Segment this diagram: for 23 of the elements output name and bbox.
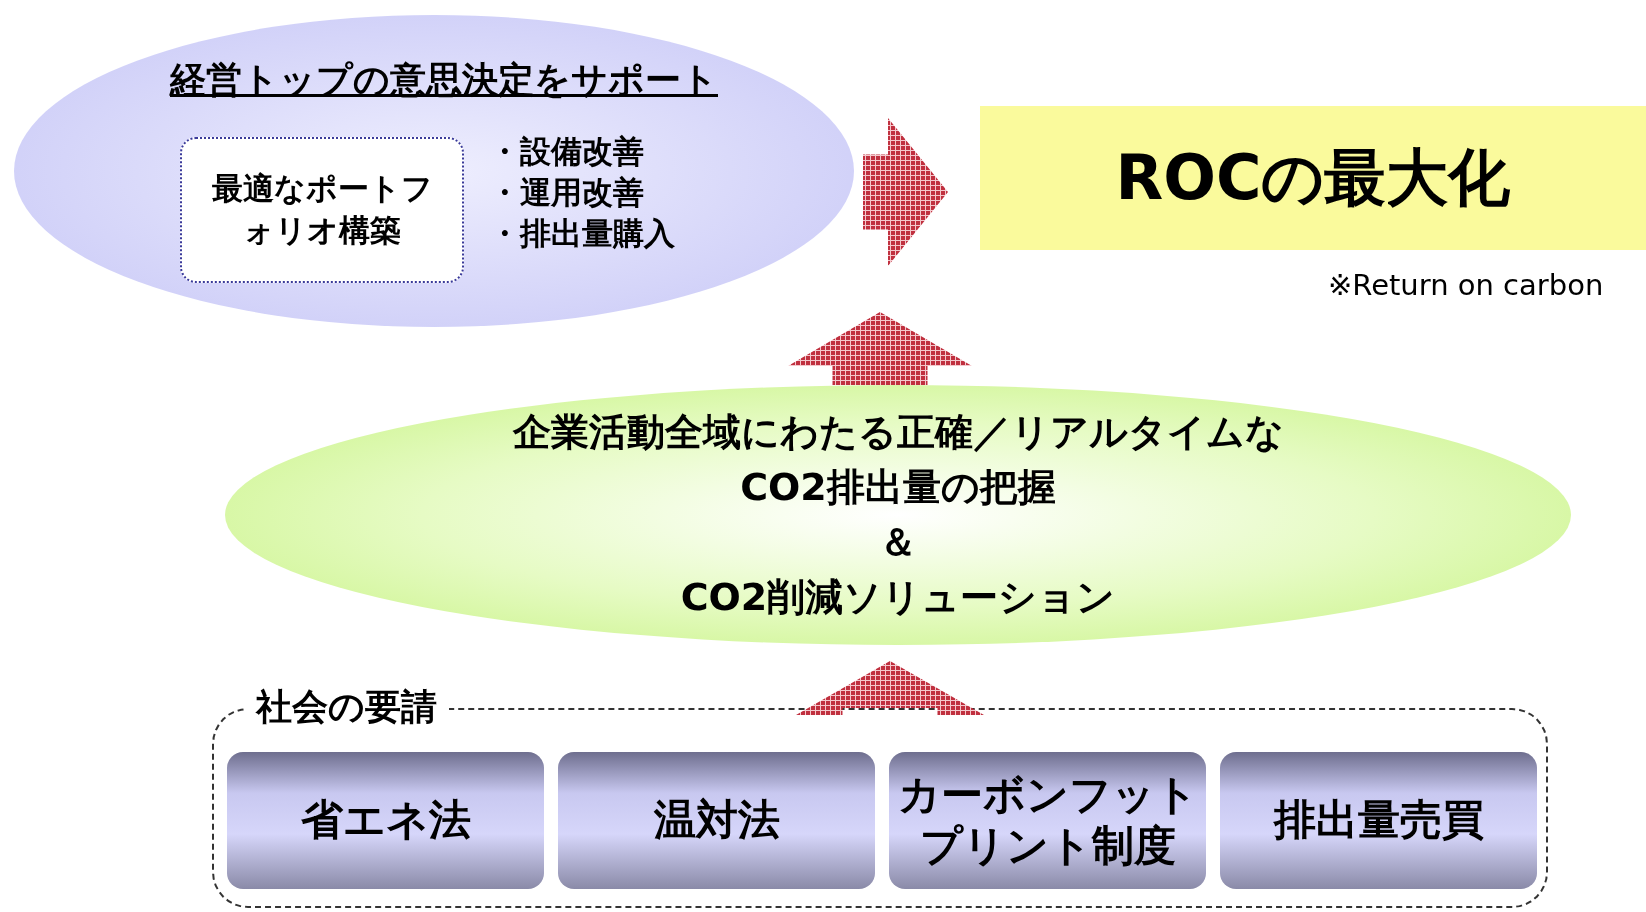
block-arrow <box>796 661 984 715</box>
ellipse-text: CO2削減ソリューション <box>679 574 1117 622</box>
footnote: ※Return on carbon <box>1328 267 1604 304</box>
law-box <box>558 752 875 889</box>
bullet-item: ・運用改善 <box>489 174 645 212</box>
box-label: カーボンフットプリント制度 <box>896 770 1199 871</box>
heading: 経営トップの意思決定をサポート <box>168 58 719 102</box>
rounded-box <box>180 137 464 283</box>
ellipse-text: ＆ <box>878 519 918 566</box>
box-label: 温対法 <box>653 795 780 846</box>
block-arrow <box>788 312 972 385</box>
law-box <box>1220 752 1537 889</box>
box-label: ROCの最大化 <box>1115 147 1511 209</box>
block-arrow <box>863 118 948 266</box>
box-label: 省エネ法 <box>300 795 471 846</box>
bullet-item: ・設備改善 <box>489 133 645 171</box>
box-label: 最適なポートフォリオ構築 <box>210 169 434 250</box>
highlight-box <box>980 106 1646 250</box>
law-box <box>889 752 1206 889</box>
box-label: 排出量売買 <box>1273 795 1484 846</box>
ellipse-text: 企業活動全域にわたる正確／リアルタイムなCO2排出量の把握 <box>511 408 1285 511</box>
bullet-item: ・排出量購入 <box>489 215 675 253</box>
law-box <box>227 752 544 889</box>
